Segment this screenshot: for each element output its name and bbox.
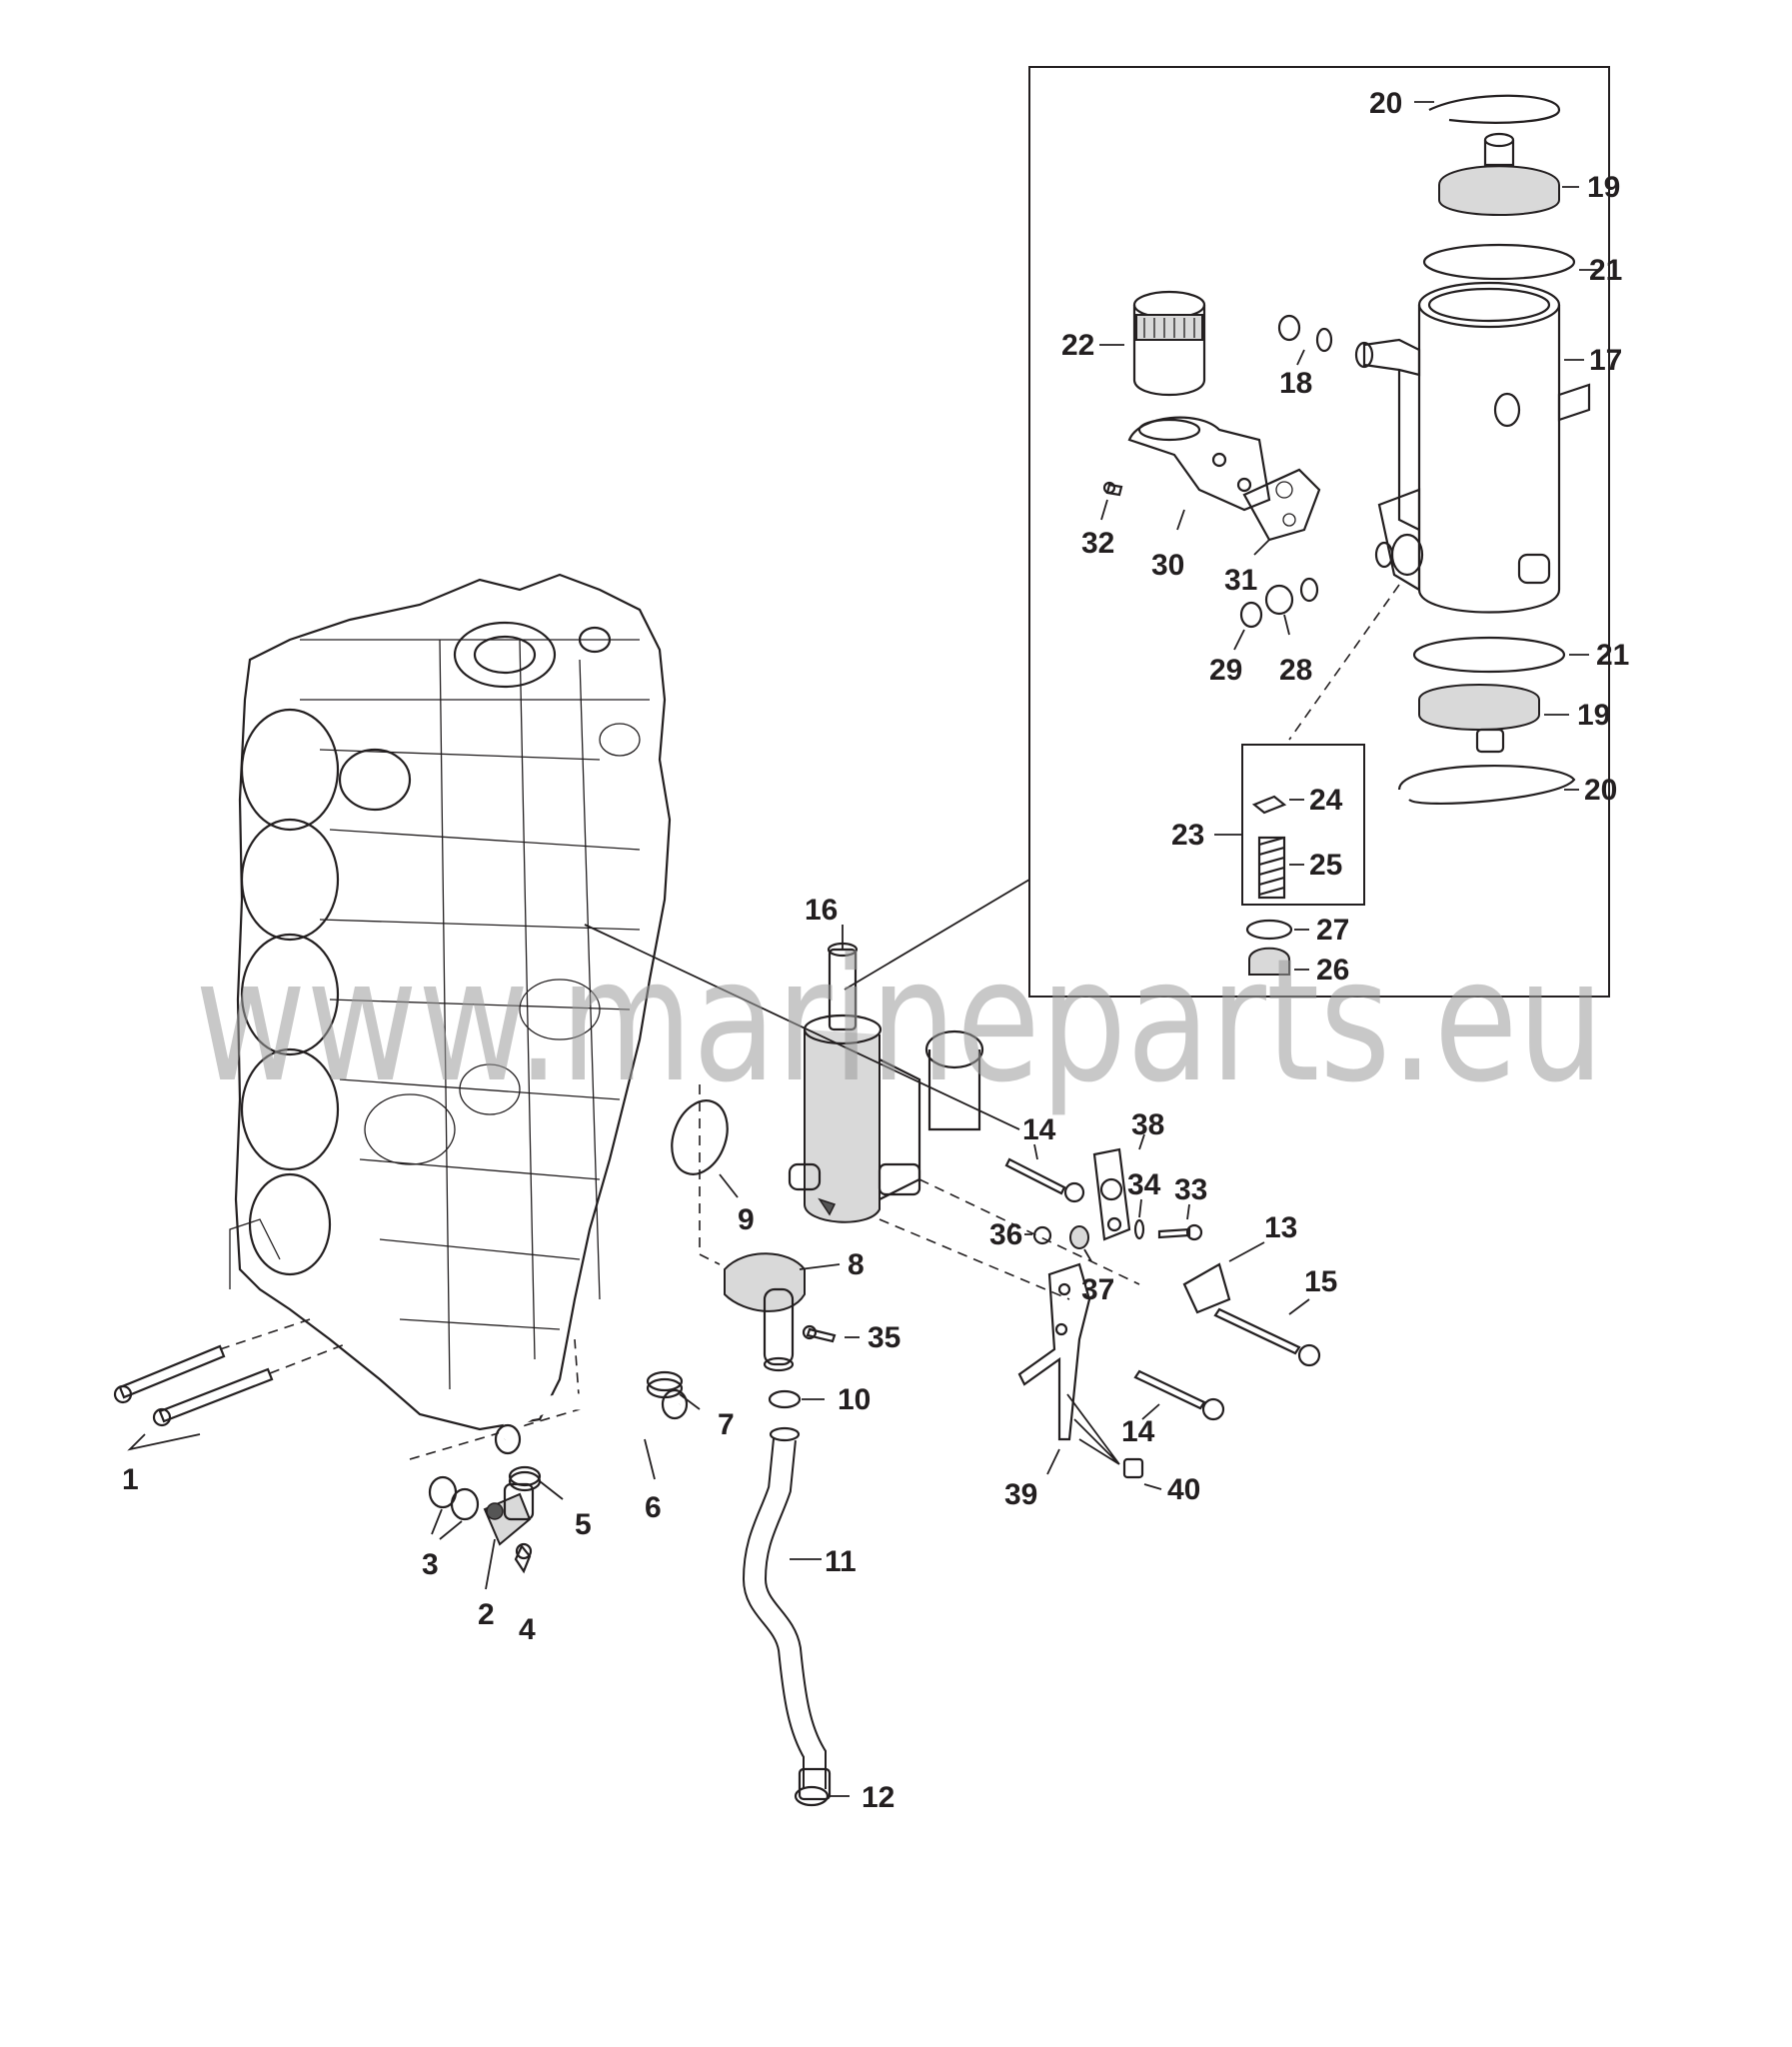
callout-21-bottom: 21	[1596, 639, 1629, 672]
end-cap-19-top	[1438, 132, 1560, 216]
o-ring-29	[1239, 601, 1263, 629]
o-ring-10	[768, 1389, 802, 1409]
plug-18	[1277, 314, 1333, 353]
callout-20-bottom: 20	[1584, 774, 1617, 807]
cooler-body-17	[1354, 281, 1591, 614]
washer-34	[1133, 1218, 1145, 1240]
fitting-2	[483, 1482, 535, 1546]
o-ring-21-top	[1422, 243, 1576, 281]
callout-34: 34	[1127, 1168, 1161, 1201]
callout-10: 10	[838, 1383, 871, 1416]
callout-16: 16	[805, 894, 838, 927]
screw-36	[1032, 1225, 1052, 1245]
o-ring-21-bottom	[1412, 636, 1566, 674]
pipe-11	[742, 1426, 832, 1801]
o-rings-3	[428, 1475, 480, 1521]
bolt-33	[1157, 1223, 1203, 1241]
clip-13	[1182, 1262, 1231, 1314]
callout-23: 23	[1171, 819, 1204, 852]
plate-38	[1092, 1147, 1131, 1241]
callout-20-top: 20	[1369, 87, 1402, 120]
clip-40	[1122, 1457, 1144, 1479]
retaining-ring-20-top	[1428, 94, 1561, 124]
callout-13: 13	[1264, 1211, 1297, 1244]
callout-27: 27	[1316, 914, 1349, 947]
callout-7: 7	[718, 1408, 735, 1441]
callout-32: 32	[1081, 527, 1114, 560]
callout-30: 30	[1151, 549, 1184, 582]
callout-35: 35	[868, 1321, 900, 1354]
callout-6: 6	[645, 1491, 662, 1524]
callout-40: 40	[1167, 1473, 1200, 1506]
callout-38: 38	[1131, 1108, 1164, 1141]
bracket-39	[1017, 1262, 1091, 1441]
retaining-ring-20-bottom	[1397, 764, 1576, 806]
bolt-35	[802, 1324, 837, 1343]
callout-2: 2	[478, 1598, 495, 1631]
callout-36: 36	[989, 1218, 1022, 1251]
nut-37	[1069, 1225, 1089, 1249]
bolts-1	[113, 1344, 274, 1427]
detail-inset-frame	[1028, 66, 1610, 998]
callout-19-bottom: 19	[1577, 699, 1610, 732]
callout-24: 24	[1309, 784, 1343, 817]
callout-39: 39	[1004, 1478, 1037, 1511]
gasket-31	[1242, 468, 1321, 542]
hose-6	[494, 1388, 689, 1455]
callout-9: 9	[738, 1203, 755, 1236]
fitting-28	[1264, 577, 1319, 616]
fuel-cooler-16	[788, 942, 984, 1223]
callout-37: 37	[1081, 1273, 1114, 1306]
clamp-7	[646, 1370, 684, 1399]
end-cap-19-bottom	[1418, 684, 1540, 754]
callout-12: 12	[862, 1781, 895, 1814]
bolt-4	[514, 1542, 533, 1574]
callout-8: 8	[848, 1248, 865, 1281]
o-ring-9	[671, 1099, 729, 1175]
watermark-text: www.marineparts.eu	[195, 923, 1604, 1120]
callout-31: 31	[1224, 564, 1257, 597]
cylinder-block	[229, 573, 672, 1431]
screw-32	[1102, 481, 1123, 497]
bolt-15	[1213, 1307, 1321, 1367]
callout-4: 4	[519, 1613, 536, 1646]
callout-3: 3	[422, 1548, 439, 1581]
callout-19-top: 19	[1587, 171, 1620, 204]
o-ring-27	[1245, 919, 1293, 941]
bolt-14-lower	[1133, 1369, 1225, 1421]
spring-25	[1257, 836, 1286, 900]
callout-15: 15	[1304, 1265, 1337, 1298]
plug-26	[1248, 947, 1290, 976]
callout-25: 25	[1309, 849, 1342, 882]
callout-22: 22	[1061, 329, 1094, 362]
callout-17: 17	[1589, 344, 1622, 377]
clip-24	[1251, 795, 1287, 815]
callout-11: 11	[825, 1545, 857, 1578]
callout-18: 18	[1279, 367, 1312, 400]
spring-kit-subframe	[1241, 744, 1365, 906]
clamp-5	[508, 1465, 542, 1492]
callout-26: 26	[1316, 954, 1349, 987]
callout-21-top: 21	[1589, 254, 1622, 287]
callout-14-lower: 14	[1121, 1415, 1155, 1448]
callout-29: 29	[1209, 654, 1242, 687]
oil-filter-22	[1132, 290, 1206, 396]
bolt-14-upper	[1004, 1157, 1085, 1203]
housing-8	[724, 1252, 806, 1372]
callout-5: 5	[575, 1508, 592, 1541]
filter-adapter-30	[1127, 416, 1271, 512]
callout-33: 33	[1174, 1173, 1207, 1206]
callout-1: 1	[122, 1463, 139, 1496]
callout-28: 28	[1279, 654, 1312, 687]
o-ring-12	[794, 1785, 830, 1807]
callout-14-upper: 14	[1022, 1113, 1056, 1146]
